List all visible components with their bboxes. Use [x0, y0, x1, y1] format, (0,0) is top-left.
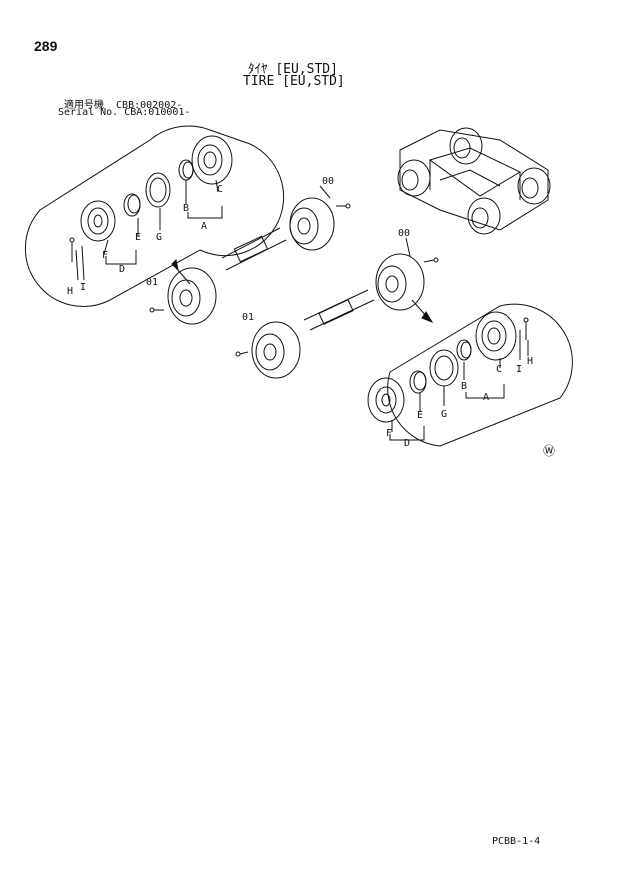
flange-g-part-right	[429, 349, 459, 387]
callout-01-upper: 01	[146, 277, 158, 288]
callout-a-left: A	[201, 221, 207, 232]
callout-h-right: H	[527, 356, 533, 367]
exploded-view-outline-right	[387, 303, 573, 447]
callout-00-upper: 00	[322, 176, 334, 187]
serial-applicable-line: 適用号機 CBB:002002-	[64, 100, 183, 111]
page-code: PCBB-1-4	[492, 836, 541, 847]
callout-c-right: C	[496, 364, 502, 375]
exploded-view-outline-left	[24, 125, 285, 307]
upper-left-exploded-view	[24, 125, 285, 307]
w-symbol: Ⓦ	[543, 444, 555, 458]
callout-c-left: C	[217, 184, 223, 195]
callout-g-left: G	[156, 232, 162, 243]
callout-g-right: G	[441, 409, 447, 420]
callout-01-lower: 01	[242, 312, 254, 323]
callout-e-right: E	[417, 410, 423, 421]
callout-00-lower: 00	[398, 228, 410, 239]
title-japanese: ﾀｲﾔ [EU,STD]	[248, 62, 338, 77]
tire-c-part-right	[475, 311, 517, 361]
callout-d-left: D	[119, 264, 125, 275]
lower-right-exploded-view	[367, 303, 573, 447]
serial-number-line: Serial No. CBA:010001-	[58, 107, 191, 118]
callout-b-left: B	[183, 203, 189, 214]
rear-axle-assembly	[235, 237, 439, 379]
callout-b-right: B	[461, 381, 467, 392]
callout-a-right: A	[483, 392, 489, 403]
callout-i-left: I	[80, 282, 86, 293]
rim-f-part	[80, 200, 116, 242]
machine-overview	[397, 127, 551, 235]
tire-00-upper	[289, 197, 335, 251]
tire-00-lower	[375, 253, 425, 311]
page-number: 289	[34, 38, 58, 54]
tire-01-lower	[251, 321, 301, 379]
flange-g-part	[145, 172, 171, 208]
tire-01-upper	[167, 267, 217, 325]
callout-f-right: F	[386, 428, 392, 439]
callout-e-left: E	[135, 232, 141, 243]
title-english: TIRE [EU,STD]	[243, 74, 345, 89]
callout-d-right: D	[404, 438, 410, 449]
tire-c-part	[191, 135, 233, 185]
front-axle-assembly	[149, 185, 351, 325]
rim-f-part-right	[367, 377, 405, 423]
callout-f-left: F	[102, 250, 108, 261]
callout-i-right: I	[516, 364, 522, 375]
callout-h-left: H	[67, 286, 73, 297]
